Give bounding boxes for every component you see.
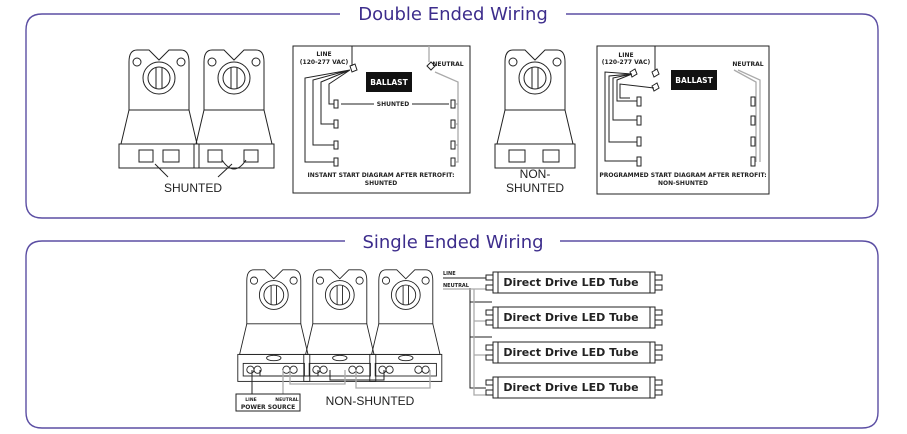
tube-label: Direct Drive LED Tube: [503, 276, 638, 289]
shunted-socket-1: [118, 49, 200, 169]
voltage-label: (120-277 VAC): [602, 59, 651, 66]
led-tube: Direct Drive LED Tube: [485, 271, 663, 294]
non-shunted-label: NON-SHUNTED: [326, 394, 415, 408]
right-connectors: [450, 99, 456, 167]
non-shunted-label-line2: SHUNTED: [506, 181, 564, 195]
tube-neutral-label: NEUTRAL: [443, 283, 470, 289]
left-connectors: [636, 96, 642, 167]
voltage-label: (120-277 VAC): [300, 59, 349, 66]
shunted-label: SHUNTED: [164, 181, 222, 195]
tube-label: Direct Drive LED Tube: [503, 381, 638, 394]
shunted-arrow-left: [154, 163, 169, 178]
power-source-box: LINE NEUTRAL POWER SOURCE: [235, 393, 301, 412]
non-shunted-socket: [494, 49, 576, 169]
single-ended-frame: Single Ended Wiring: [25, 232, 879, 429]
tube-label: Direct Drive LED Tube: [503, 311, 638, 324]
neutral-label: NEUTRAL: [432, 61, 463, 68]
double-ended-frame: Double Ended Wiring: [25, 4, 879, 219]
led-tube: Direct Drive LED Tube: [485, 306, 663, 329]
single-ended-title: Single Ended Wiring: [362, 232, 543, 253]
ps-neutral-label: NEUTRAL: [275, 397, 299, 403]
ballast-box: [671, 70, 717, 90]
non-shunted-label-line1: NON-: [520, 167, 551, 181]
left-connectors: [333, 99, 339, 167]
caption-line2: NON-SHUNTED: [658, 180, 708, 187]
caption-line1: PROGRAMMED START DIAGRAM AFTER RETROFIT:: [599, 172, 766, 179]
tube-label: Direct Drive LED Tube: [503, 346, 638, 359]
single-socket-3: [369, 269, 443, 382]
line-label: LINE: [618, 52, 633, 59]
shunted-arrow-right: [217, 163, 233, 178]
double-ended-title: Double Ended Wiring: [358, 4, 548, 25]
led-tube: Direct Drive LED Tube: [485, 376, 663, 399]
tube-diagram: LINE NEUTRAL Direct Drive LED TubeDirect…: [443, 271, 663, 399]
line-jumpers: [259, 370, 385, 381]
ps-line-label: LINE: [245, 397, 256, 403]
ballast-box: [366, 72, 412, 92]
tube-line-label: LINE: [443, 271, 456, 277]
instant-start-diagram: LINE (120-277 VAC) NEUTRAL BALLAST SHUNT…: [292, 45, 471, 194]
ps-label: POWER SOURCE: [241, 404, 295, 411]
single-socket-1: [237, 269, 311, 382]
ballast-label: BALLAST: [675, 76, 713, 85]
neutral-label: NEUTRAL: [732, 61, 763, 68]
ballast-label: BALLAST: [370, 78, 408, 87]
single-socket-2: [303, 269, 377, 382]
right-connectors: [750, 96, 756, 167]
led-tube: Direct Drive LED Tube: [485, 341, 663, 364]
caption-line2: SHUNTED: [365, 180, 397, 187]
neutral-jumpers: [289, 370, 431, 389]
line-label: LINE: [316, 51, 331, 58]
caption-line1: INSTANT START DIAGRAM AFTER RETROFIT:: [308, 172, 455, 179]
programmed-start-diagram: LINE (120-277 VAC) NEUTRAL BALLAST PROGR…: [596, 45, 770, 195]
shunted-socket-2: [193, 49, 275, 170]
shunted-arrow-label: SHUNTED: [377, 101, 409, 108]
